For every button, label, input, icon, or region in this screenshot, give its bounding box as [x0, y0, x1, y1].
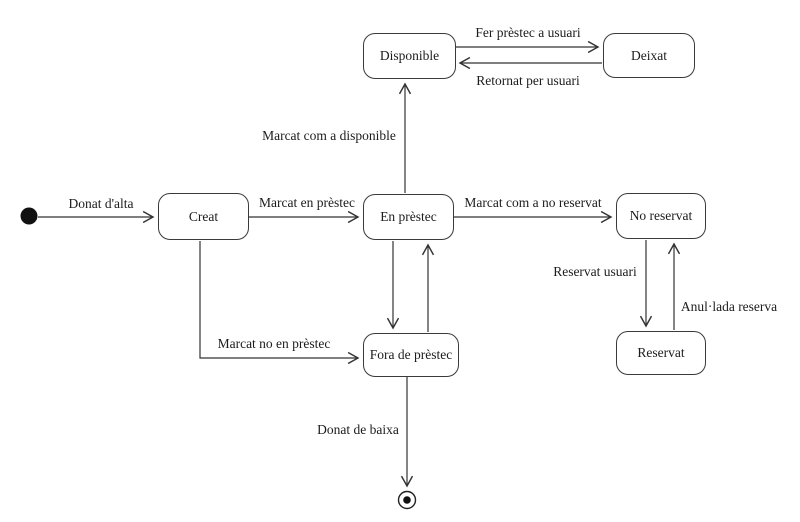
initial-state-icon [20, 207, 38, 225]
label-reservat-usuari: Reservat usuari [553, 264, 637, 279]
state-creat: Creat [158, 193, 249, 240]
label-marcat-com-a-no-reservat: Marcat com a no reservat [464, 195, 602, 210]
state-en-prestec: En prèstec [363, 194, 454, 240]
label-anullada-reserva: Anul·lada reserva [680, 299, 778, 314]
edge-creat-to-fora-de-prestec [199, 241, 360, 365]
state-disponible: Disponible [363, 33, 456, 79]
final-state-icon [397, 490, 417, 510]
label-donat-de-baixa: Donat de baixa [317, 422, 399, 437]
state-reservat: Reservat [616, 331, 706, 375]
label-donat-dalta: Donat d'alta [68, 196, 134, 211]
state-no-reservat: No reservat [616, 193, 706, 239]
label-retornat-per-usuari: Retornat per usuari [476, 73, 580, 88]
state-deixat: Deixat [603, 33, 695, 78]
label-marcat-com-a-disponible: Marcat com a disponible [262, 128, 396, 143]
label-fer-prestec-a-usuari: Fer prèstec a usuari [475, 25, 581, 40]
label-marcat-no-en-prestec: Marcat no en prèstec [217, 336, 331, 351]
state-fora-de-prestec: Fora de prèstec [363, 333, 459, 377]
label-marcat-en-prestec: Marcat en prèstec [259, 195, 355, 210]
